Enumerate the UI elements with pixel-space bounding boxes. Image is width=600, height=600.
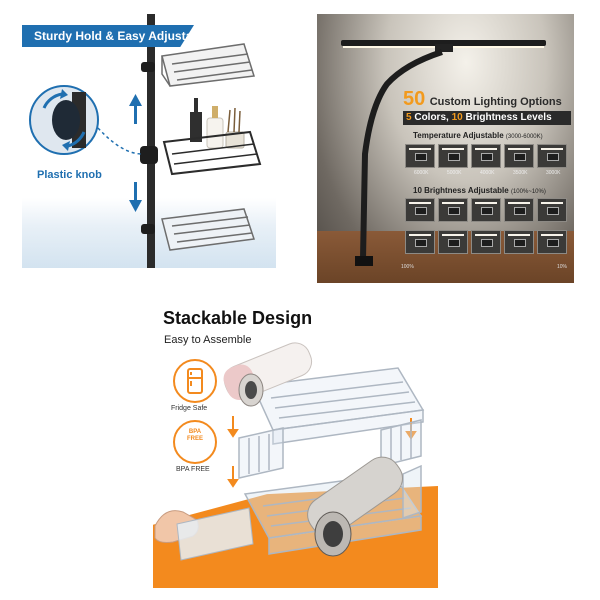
pole-knob bbox=[140, 146, 158, 164]
temperature-tile bbox=[504, 144, 534, 168]
brightness-end-label: 10% bbox=[557, 264, 568, 270]
temperature-tile-label: 5000K bbox=[447, 170, 462, 176]
desk-lamp-panel: 50 Custom Lighting Options 5 Colors, 10 … bbox=[317, 14, 574, 283]
stackable-organizer-illustration bbox=[154, 342, 425, 561]
temperature-tile bbox=[438, 144, 468, 168]
temperature-tile-label: 3000K bbox=[546, 170, 561, 176]
knob-closeup-icon bbox=[29, 85, 99, 155]
water-bottle-top bbox=[223, 342, 313, 407]
fridge-icon bbox=[173, 359, 217, 403]
bottom-basket bbox=[161, 208, 255, 251]
brightness-tile bbox=[537, 198, 567, 222]
brightness-tile bbox=[471, 198, 501, 222]
temperature-tile-label: 6000K bbox=[414, 170, 429, 176]
temperature-tile bbox=[471, 144, 501, 168]
brightness-tile bbox=[438, 230, 468, 254]
colors-text: Colors, bbox=[414, 112, 449, 123]
temperature-tile-label: 3500K bbox=[513, 170, 528, 176]
temperature-tile-label: 4000K bbox=[480, 170, 495, 176]
lighting-subline: 5 Colors, 10 Brightness Levels bbox=[403, 111, 571, 125]
brightness-start-label: 100% bbox=[401, 264, 414, 270]
lamp-head bbox=[341, 40, 546, 46]
fridge-safe-label: Fridge Safe bbox=[171, 405, 208, 412]
temperature-tile bbox=[537, 144, 567, 168]
lamp-arm bbox=[360, 49, 443, 260]
adjust-arrows-icon bbox=[129, 94, 142, 212]
feature-banner bbox=[22, 25, 194, 47]
lighting-headline: 50 Custom Lighting Options bbox=[403, 88, 562, 111]
bpa-free-icon bbox=[173, 420, 217, 464]
brightness-tile bbox=[438, 198, 468, 222]
shower-caddy-illustration bbox=[29, 14, 262, 268]
brightness-tile bbox=[537, 230, 567, 254]
plastic-knob-label: Plastic knob bbox=[37, 169, 102, 181]
desk-lamp-illustration bbox=[341, 40, 546, 266]
stackable-subtitle: Easy to Assemble bbox=[164, 334, 252, 346]
options-count: 50 bbox=[403, 88, 426, 110]
temperature-heading: Temperature Adjustable (3000-6000K) bbox=[413, 131, 543, 140]
brightness-tile bbox=[405, 198, 435, 222]
hand-illustration bbox=[154, 507, 254, 561]
top-basket bbox=[161, 43, 255, 87]
brightness-tile bbox=[405, 230, 435, 254]
brightness-tile bbox=[504, 230, 534, 254]
brightness-tile bbox=[471, 230, 501, 254]
temperature-tile bbox=[405, 144, 435, 168]
lamp-clamp bbox=[355, 256, 373, 266]
middle-basket bbox=[162, 98, 262, 176]
top-rack bbox=[251, 367, 425, 445]
options-text: Custom Lighting Options bbox=[429, 96, 562, 108]
stackable-panel: Stackable Design Easy to Assemble Fridge… bbox=[153, 298, 438, 588]
side-panels bbox=[238, 419, 422, 479]
bpa-free-badge-text: BPA FREE bbox=[186, 429, 203, 442]
water-bottle-bottom bbox=[307, 456, 403, 557]
stackable-title: Stackable Design bbox=[163, 308, 313, 328]
brightness-tile bbox=[504, 198, 534, 222]
caddy-pole bbox=[147, 14, 155, 268]
levels-text: Brightness Levels bbox=[465, 112, 552, 123]
brightness-heading: 10 Brightness Adjustable (100%~10%) bbox=[413, 186, 546, 195]
colors-count: 5 bbox=[406, 112, 412, 123]
levels-count: 10 bbox=[451, 112, 463, 123]
bpa-free-label: BPA FREE bbox=[176, 466, 210, 473]
shower-caddy-panel: Sturdy Hold & Easy Adjustable Plastic kn… bbox=[22, 14, 276, 268]
feature-banner-text: Sturdy Hold & Easy Adjustable bbox=[34, 29, 210, 43]
